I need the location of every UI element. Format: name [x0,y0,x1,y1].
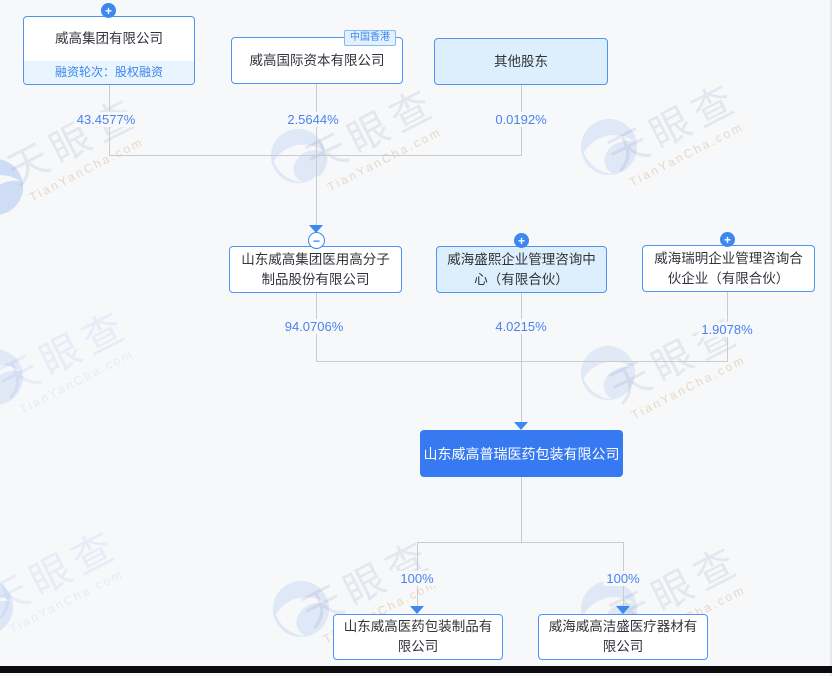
watermark-brand: 天眼查 [1,90,147,194]
ownership-percent: 0.0192% [492,112,550,127]
watermark: 天眼查 TianYanCha.com [299,80,445,195]
window-edge [830,0,832,676]
company-name: 其他股东 [494,53,548,69]
subsidiary-node[interactable]: 威海威高洁盛医疗器材有限公司 [538,614,708,660]
connector-line [521,477,522,542]
ownership-percent: 1.9078% [698,322,756,337]
ownership-percent: 100% [603,571,643,586]
arrow-down-icon [514,422,528,430]
ownership-percent: 100% [397,571,437,586]
tianyancha-eye-logo [270,128,326,184]
tianyancha-eye-logo [580,118,638,176]
intermediate-node[interactable]: 山东威高集团医用高分子制品股份有限公司 [229,246,402,293]
tianyancha-eye-logo [0,349,24,405]
region-tag: 中国香港 [344,30,396,46]
connector-line [316,155,317,226]
shareholder-node[interactable]: 其他股东 [434,38,608,85]
expand-badge[interactable]: + [720,232,735,247]
ownership-percent: 4.0215% [492,319,550,334]
connector-line [417,542,624,543]
watermark-domain: TianYanCha.com [26,134,146,205]
watermark: 天眼查 TianYanCha.com [1,90,154,207]
watermark: 天眼查 TianYanCha.com [0,302,137,417]
intermediate-node[interactable]: 威海盛熙企业管理咨询中心（有限合伙） [436,246,607,293]
watermark: 天眼查 TianYanCha.com [0,522,127,637]
shareholder-node[interactable]: 威高集团有限公司 融资轮次：股权融资 [23,16,195,85]
expand-badge[interactable]: + [514,233,529,248]
ownership-percent: 2.5644% [284,112,342,127]
shareholder-node[interactable]: 威高国际资本有限公司 [231,37,403,84]
intermediate-node[interactable]: 威海瑞明企业管理咨询合伙企业（有限合伙） [642,245,815,292]
bottom-bar [0,666,832,673]
financing-round-label: 融资轮次：股权融资 [24,61,194,84]
company-name: 威海瑞明企业管理咨询合伙企业（有限合伙） [654,250,803,286]
company-name: 威海盛熙企业管理咨询中心（有限合伙） [447,251,596,287]
ownership-percent: 94.0706% [281,319,347,334]
tianyancha-eye-logo [0,583,14,631]
arrow-down-icon [616,606,630,614]
tianyancha-eye-logo [580,345,636,401]
collapse-badge[interactable]: − [308,232,325,249]
company-name: 山东威高医药包装制品有限公司 [343,619,493,654]
expand-badge[interactable]: + [101,3,116,18]
arrow-down-icon [410,606,424,614]
company-name: 威高集团有限公司 [55,31,163,47]
ownership-percent: 43.4577% [73,112,139,127]
subsidiary-node[interactable]: 山东威高医药包装制品有限公司 [333,614,503,660]
connector-line [316,361,728,362]
connector-line [521,361,522,423]
company-name: 山东威高集团医用高分子制品股份有限公司 [241,251,390,287]
arrow-down-icon [309,225,323,233]
tianyancha-eye-logo [0,159,24,215]
tianyancha-eye-logo [272,580,330,638]
watermark: 天眼查 TianYanCha.com [601,75,747,190]
company-name: 威高国际资本有限公司 [249,52,385,68]
company-name: 山东威高普瑞医药包装有限公司 [423,445,620,462]
company-name: 威海威高洁盛医疗器材有限公司 [548,619,698,654]
focal-company-node[interactable]: 山东威高普瑞医药包装有限公司 [420,430,623,477]
